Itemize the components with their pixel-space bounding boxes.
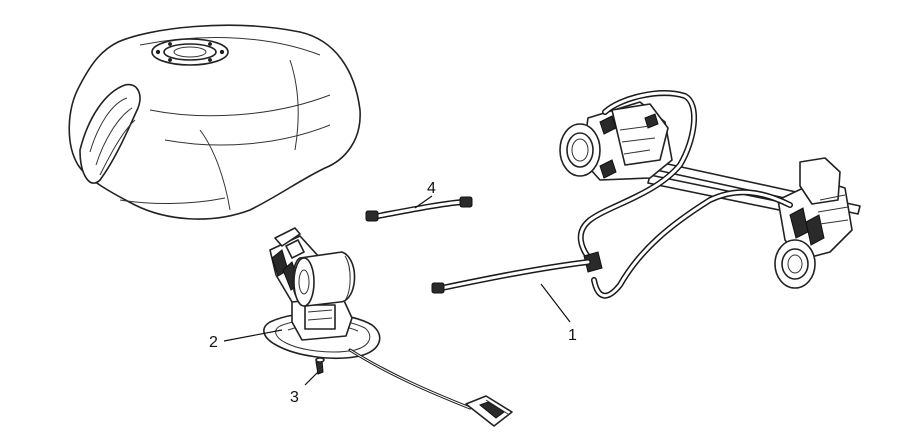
callout-label-1: 1	[568, 327, 577, 344]
fuel-tank	[68, 24, 361, 220]
wiring-connector	[465, 395, 513, 427]
fuel-hose-main	[431, 90, 793, 299]
throttle-body-assembly	[559, 101, 861, 289]
callout-label-3: 3	[290, 389, 299, 406]
fuel-pump-assembly	[263, 227, 513, 427]
fuel-hose-short	[365, 196, 473, 222]
callout-label-2: 2	[209, 334, 218, 351]
callout-1: 1	[540, 283, 577, 344]
callout-2: 2	[209, 329, 283, 351]
callout-label-4: 4	[427, 180, 436, 197]
screw	[315, 357, 325, 375]
callout-4: 4	[414, 180, 436, 209]
callout-3: 3	[290, 371, 319, 406]
